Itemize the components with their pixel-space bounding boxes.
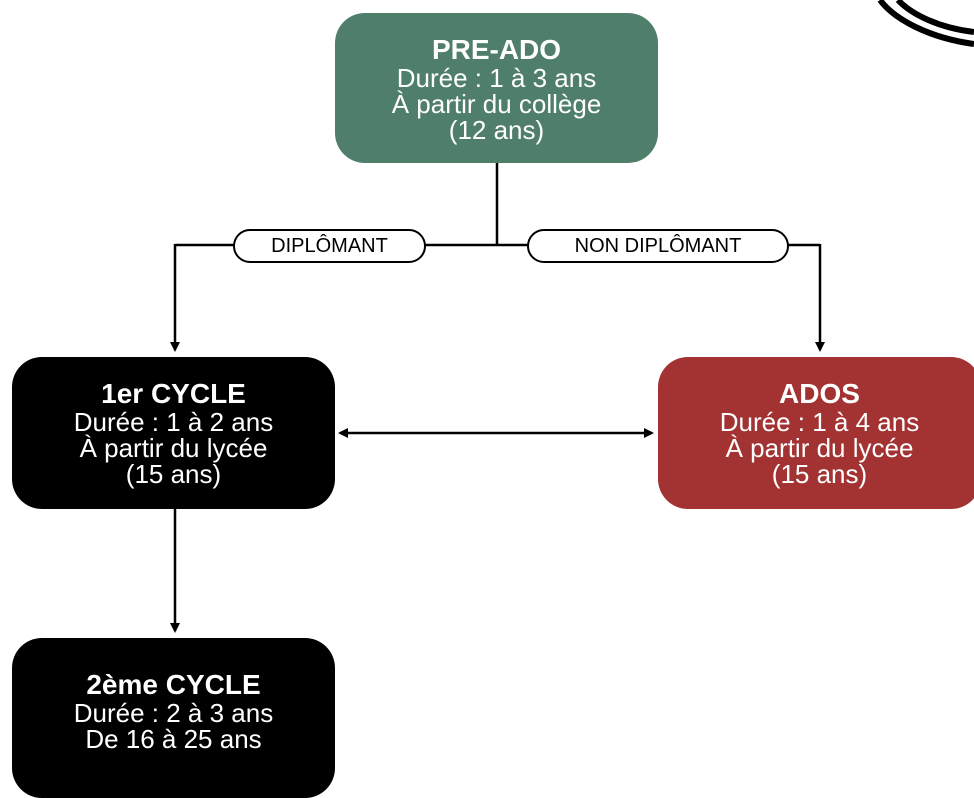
edge-label-diplomant: DIPLÔMANT xyxy=(233,229,426,263)
decorative-arc-shape xyxy=(877,0,974,47)
node-cycle1: 1er CYCLE Durée : 1 à 2 ans À partir du … xyxy=(12,357,335,509)
node-pre-ado-duration: Durée : 1 à 3 ans xyxy=(396,63,597,93)
node-cycle2-age: De 16 à 25 ans xyxy=(85,724,262,754)
edge-label-non-diplomant-text: NON DIPLÔMANT xyxy=(574,234,742,257)
node-ados-duration: Durée : 1 à 4 ans xyxy=(719,407,920,437)
node-ados-start: À partir du lycée xyxy=(725,433,914,463)
node-cycle1-age: (15 ans) xyxy=(125,459,222,489)
node-cycle1-start: À partir du lycée xyxy=(79,433,268,463)
node-cycle1-title: 1er CYCLE xyxy=(101,378,246,409)
node-ados: ADOS Durée : 1 à 4 ans À partir du lycée… xyxy=(658,357,974,509)
node-cycle2-title: 2ème CYCLE xyxy=(86,669,261,700)
node-pre-ado-age: (12 ans) xyxy=(448,115,545,145)
edge-label-diplomant-text: DIPLÔMANT xyxy=(271,234,388,257)
node-cycle2-duration: Durée : 2 à 3 ans xyxy=(73,698,274,728)
node-pre-ado-title: PRE-ADO xyxy=(431,34,562,65)
edge-label-non-diplomant: NON DIPLÔMANT xyxy=(527,229,789,263)
node-pre-ado-start: À partir du collège xyxy=(391,89,602,119)
node-cycle1-duration: Durée : 1 à 2 ans xyxy=(73,407,274,437)
node-pre-ado: PRE-ADO Durée : 1 à 3 ans À partir du co… xyxy=(335,13,658,163)
node-ados-title: ADOS xyxy=(779,378,860,409)
node-ados-age: (15 ans) xyxy=(771,459,868,489)
node-cycle2: 2ème CYCLE Durée : 2 à 3 ans De 16 à 25 … xyxy=(12,638,335,798)
